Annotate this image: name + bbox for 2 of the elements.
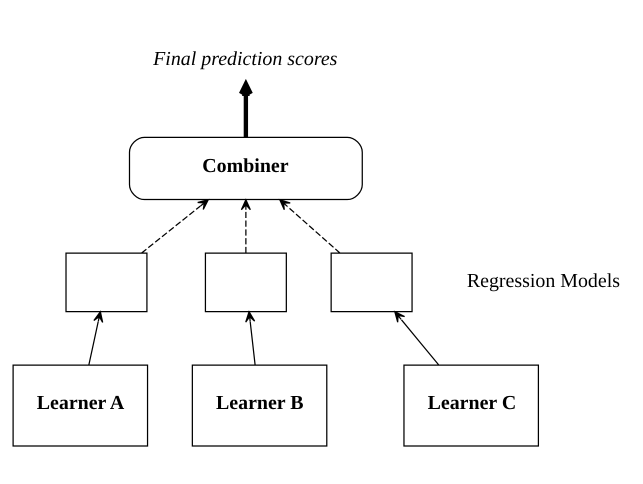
label: Regression Models: [466, 270, 620, 292]
node-text: Final prediction scores: [153, 47, 338, 70]
